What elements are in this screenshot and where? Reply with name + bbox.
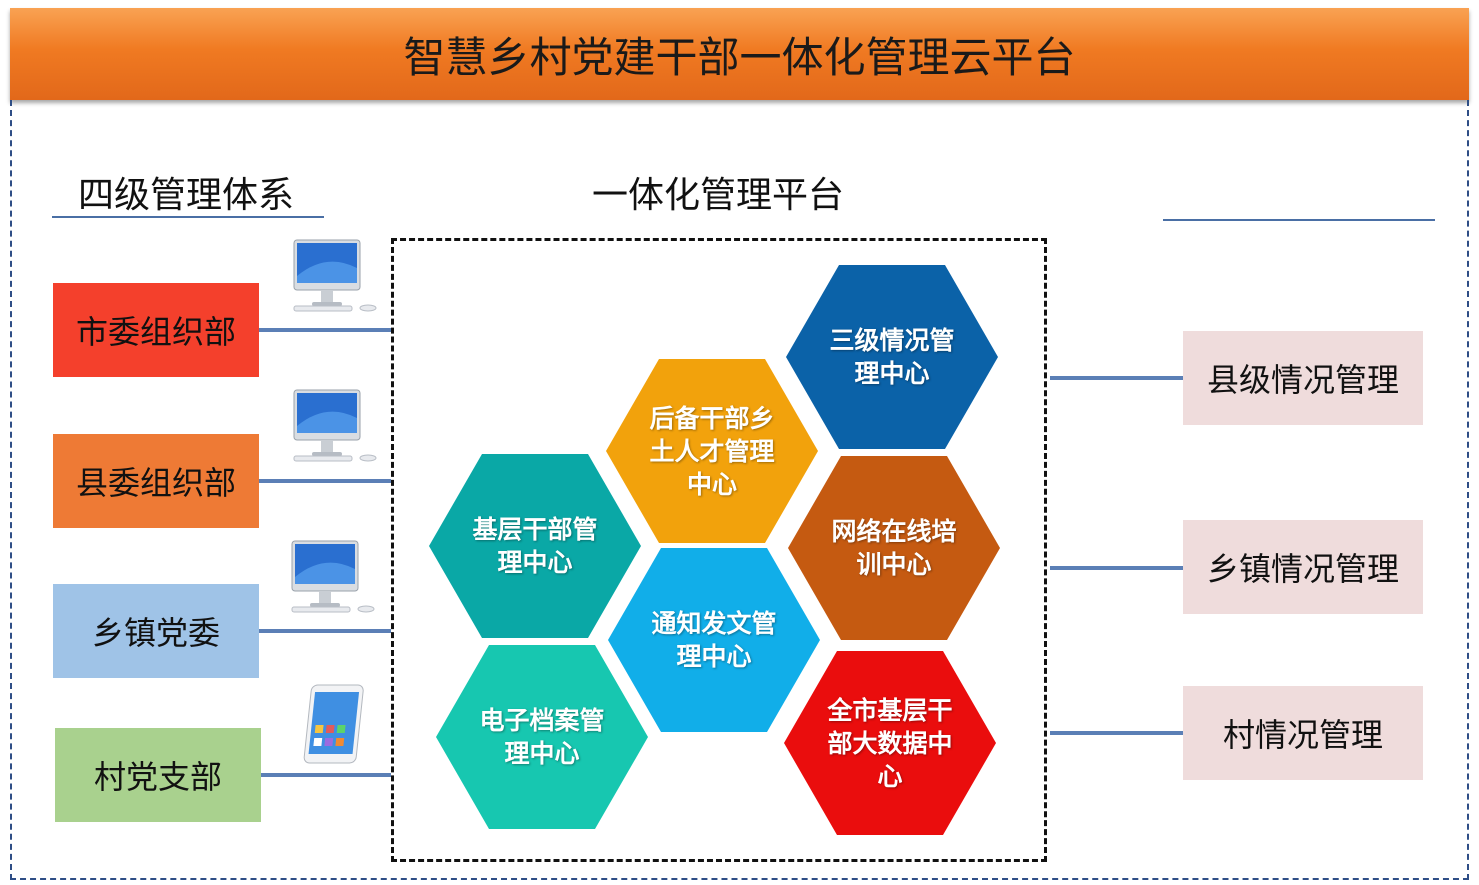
right-section-underline (1163, 219, 1435, 221)
left-section-underline (52, 216, 324, 218)
center-section-title: 一体化管理平台 (592, 175, 845, 216)
connector-village-management (1050, 731, 1184, 735)
level-box-city: 市委组织部 (53, 283, 259, 377)
desktop-icon (291, 540, 375, 613)
hex-grassroots-cadres-label: 基层干部管理中心 (472, 515, 598, 577)
right-box-village-management: 村情况管理 (1183, 686, 1423, 780)
page-title: 智慧乡村党建干部一体化管理云平台 (403, 32, 1076, 82)
outer-frame (10, 100, 1469, 880)
connector-county (259, 479, 391, 483)
right-label-county-management: 县级情况管理 (1206, 361, 1399, 399)
left-section-title: 四级管理体系 (78, 175, 295, 216)
hex-reserve-cadres-label: 后备干部乡土人才管理中心 (649, 403, 775, 499)
right-box-township-management: 乡镇情况管理 (1183, 520, 1423, 614)
level-box-village: 村党支部 (55, 728, 261, 822)
smartphone-icon (303, 684, 364, 764)
level-label-city: 市委组织部 (75, 313, 236, 351)
level-label-village: 村党支部 (93, 758, 222, 796)
hex-online-training-label: 网络在线培训中心 (831, 517, 957, 579)
level-label-county: 县委组织部 (75, 464, 236, 502)
connector-township (259, 629, 391, 633)
right-label-township-management: 乡镇情况管理 (1206, 550, 1399, 588)
desktop-icon (293, 389, 377, 462)
page-title-banner: 智慧乡村党建干部一体化管理云平台 (10, 8, 1469, 100)
hex-big-data-label: 全市基层干部大数据中心 (827, 695, 953, 791)
desktop-icon (293, 239, 377, 312)
level-box-county: 县委组织部 (53, 434, 259, 528)
right-box-county-management: 县级情况管理 (1183, 331, 1423, 425)
hex-three-level-label: 三级情况管理中心 (829, 326, 955, 388)
hex-notice-label: 通知发文管理中心 (651, 609, 777, 671)
right-label-village-management: 村情况管理 (1222, 716, 1383, 754)
level-box-township: 乡镇党委 (53, 584, 259, 678)
connector-city (259, 328, 391, 332)
connector-village (261, 773, 391, 777)
connector-township-management (1050, 566, 1184, 570)
integrated-platform-frame (391, 238, 1047, 862)
connector-county-management (1050, 376, 1184, 380)
hex-electronic-archive-label: 电子档案管理中心 (479, 706, 605, 768)
level-label-township: 乡镇党委 (91, 614, 220, 652)
